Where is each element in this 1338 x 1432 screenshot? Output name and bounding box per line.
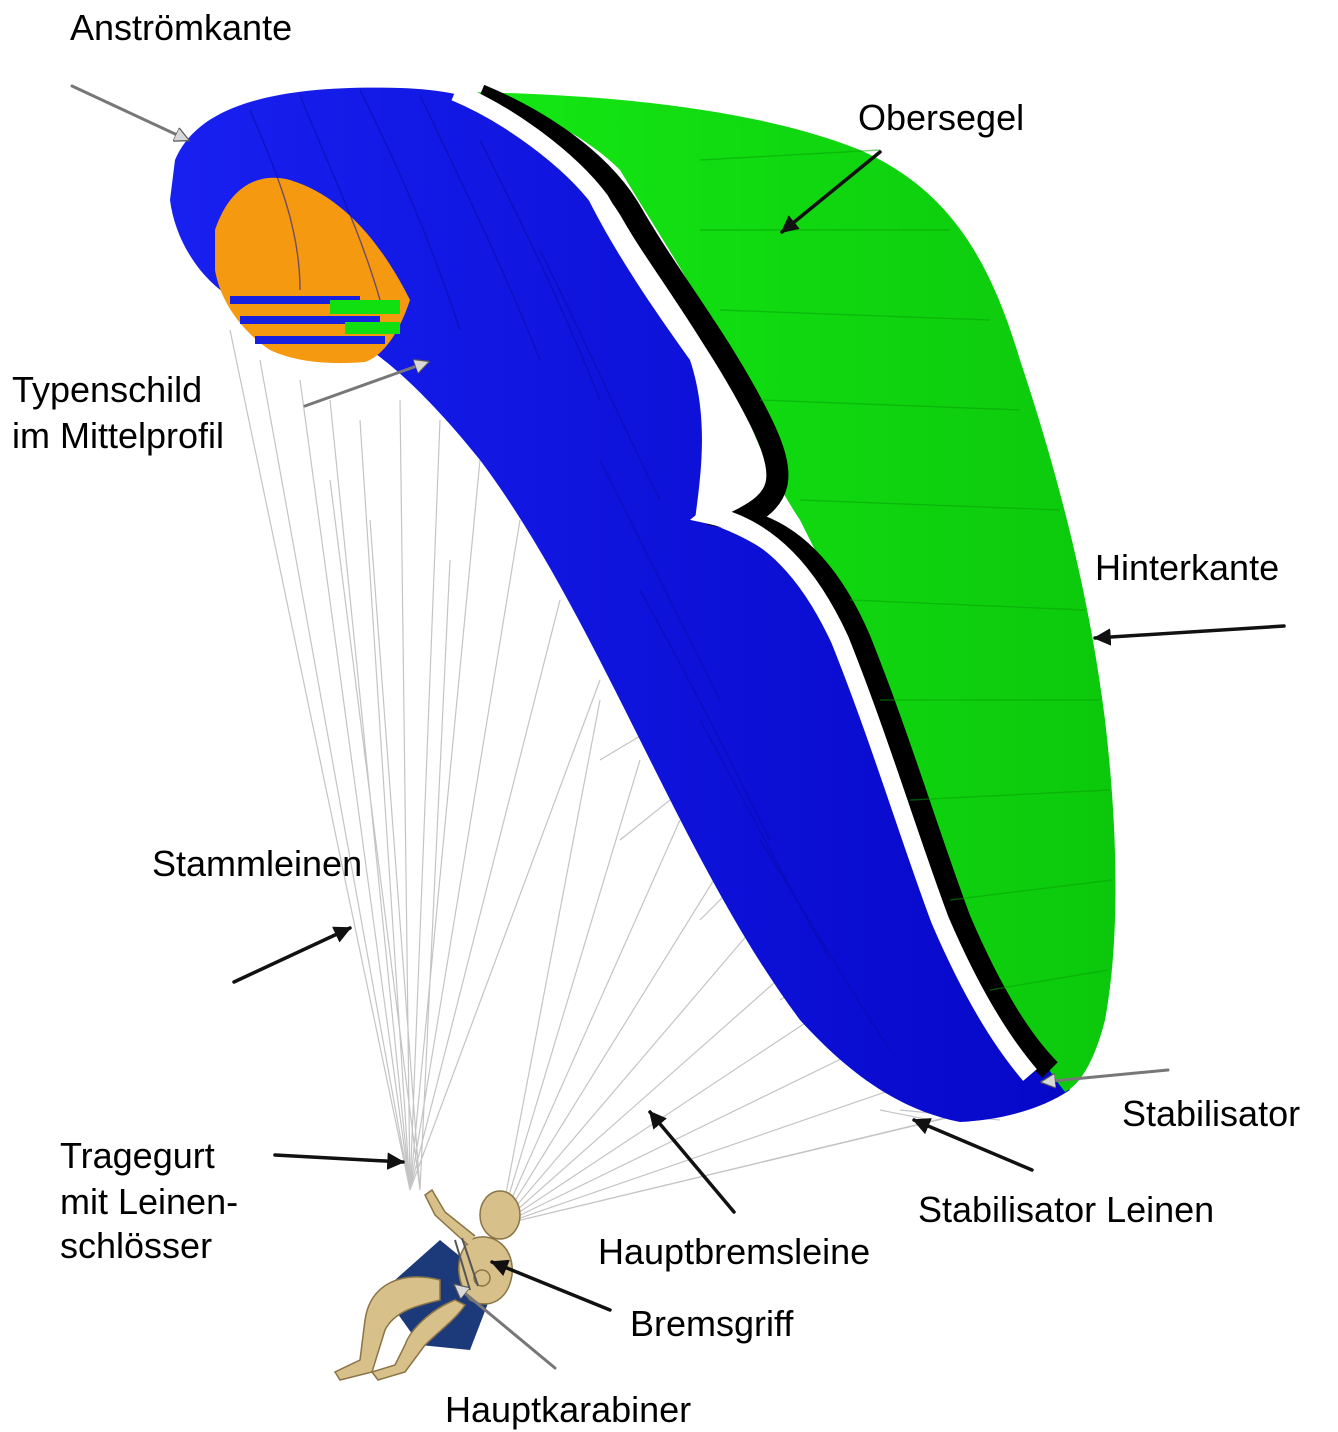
label-main-brake-line: Hauptbremsleine: [598, 1232, 870, 1272]
arrow-stabilizer-lines: [914, 1120, 1032, 1170]
label-riser-line3: schlösser: [60, 1226, 212, 1266]
label-main-carabiner: Hauptkarabiner: [445, 1390, 691, 1430]
pilot-head: [480, 1191, 520, 1239]
label-main-lines: Stammleinen: [152, 844, 362, 884]
arrow-main-brake-line: [650, 1112, 734, 1212]
arrow-trailing-edge: [1095, 626, 1284, 638]
label-riser-line1: Tragegurt: [60, 1136, 215, 1176]
arrow-riser: [275, 1155, 403, 1162]
pilot-figure: [335, 1190, 520, 1380]
label-stabilizer: Stabilisator: [1122, 1094, 1300, 1134]
label-type-plate-line2: im Mittelprofil: [12, 416, 224, 456]
pilot-arm: [425, 1190, 475, 1245]
label-brake-handle: Bremsgriff: [630, 1304, 793, 1344]
label-trailing-edge: Hinterkante: [1095, 548, 1279, 588]
interior-ribs: [230, 296, 400, 344]
arrow-type-plate: [305, 362, 428, 406]
label-leading-edge: Anströmkante: [70, 8, 292, 48]
label-riser-line2: mit Leinen-: [60, 1182, 238, 1222]
arrow-main-lines: [234, 928, 350, 982]
label-upper-surface: Obersegel: [858, 98, 1024, 138]
arrow-leading-edge: [72, 86, 188, 140]
label-type-plate-line1: Typenschild: [12, 370, 202, 410]
label-stabilizer-lines: Stabilisator Leinen: [918, 1190, 1214, 1230]
